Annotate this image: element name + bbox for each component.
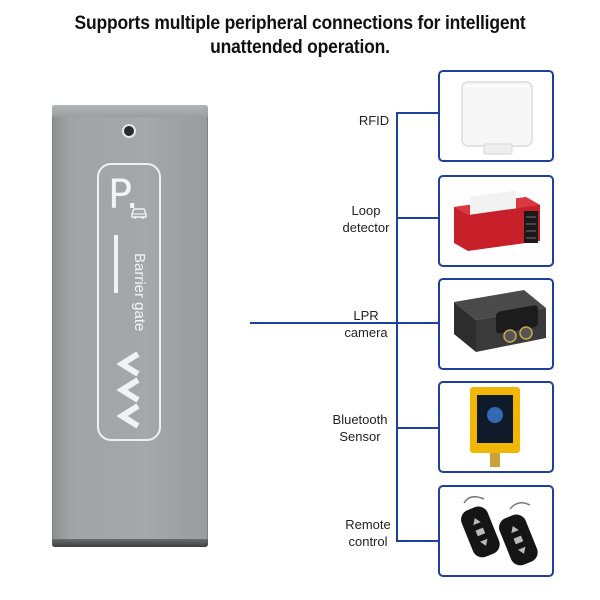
label-rfid: RFID xyxy=(358,113,390,128)
label-lpr-camera: LPR camera xyxy=(344,308,388,340)
rfid-box xyxy=(438,70,554,162)
car-icon xyxy=(131,208,147,219)
lpr-camera-icon xyxy=(454,290,546,352)
headline: Supports multiple peripheral connections… xyxy=(24,12,576,60)
gate-panel: P. Barrier gate xyxy=(97,163,161,441)
remote-control-icon xyxy=(461,496,538,566)
bluetooth-sensor-icon xyxy=(470,387,520,467)
main-connector-line xyxy=(250,322,398,324)
trunk-connector-line xyxy=(396,112,398,542)
label-loop-detector: Loop detector xyxy=(342,203,390,235)
rfid-reader-icon xyxy=(461,81,533,155)
gate-accent-bar xyxy=(114,235,118,293)
loop-detector-box xyxy=(438,175,554,267)
branch-line-bluetooth xyxy=(396,427,440,429)
branch-line-loop xyxy=(396,217,440,219)
loop-detector-icon xyxy=(454,190,540,251)
gate-key-hole xyxy=(122,124,136,138)
remote-control-box xyxy=(438,485,554,577)
barrier-gate: P. Barrier gate xyxy=(52,105,208,547)
gate-top-cap xyxy=(52,105,208,117)
label-remote-control: Remote control xyxy=(345,517,391,549)
chevron-arrows-icon xyxy=(116,352,140,429)
headline-line-2: unattended operation. xyxy=(210,37,390,58)
headline-line-1: Supports multiple peripheral connections… xyxy=(74,13,526,34)
label-bluetooth-sensor: Bluetooth Sensor xyxy=(332,412,388,444)
branch-line-rfid xyxy=(396,112,440,114)
gate-vertical-label: Barrier gate xyxy=(131,253,148,332)
lpr-camera-box xyxy=(438,278,554,370)
bluetooth-sensor-box xyxy=(438,381,554,473)
gate-base xyxy=(52,539,208,547)
branch-line-lpr xyxy=(396,322,440,324)
branch-line-remote xyxy=(396,540,440,542)
